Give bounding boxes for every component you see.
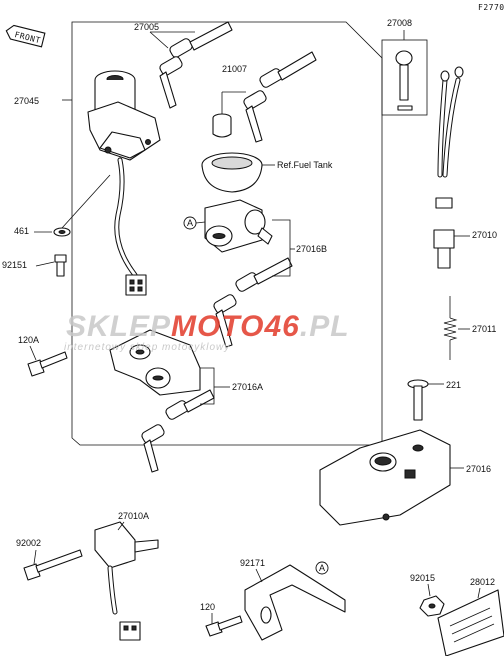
svg-text:SKLEPMOTO46.PL: SKLEPMOTO46.PL [66,310,350,343]
key-pair-21007 [243,51,317,143]
label-92151: 92151 [2,260,27,270]
watermark: SKLEPMOTO46.PL internetowy sklep motocyk… [64,310,350,353]
label-120a: 120A [18,335,39,345]
bolt-92002 [23,549,83,581]
lock-bracket [319,429,451,526]
rubber-pad-28012 [437,589,504,656]
neutral-switch [433,66,464,269]
nut-92015 [419,595,445,617]
label-27016: 27016 [466,464,491,474]
label-27008: 27008 [387,18,412,28]
seat-lock [204,199,273,253]
bolt-120 [205,615,243,637]
note-fuel-tank: Ref.Fuel Tank [277,160,333,170]
key-blank [395,50,413,111]
key-pair-27005 [159,21,233,109]
bolt-120a [27,351,68,377]
view-marker-a-1: A [187,218,193,228]
screw-221 [407,379,429,421]
label-92002: 92002 [16,538,41,548]
watermark-part1: SKLEP [66,310,171,343]
bracket-92171 [244,564,346,641]
key-pair-27016a [141,389,215,473]
label-27016a: 27016A [232,382,263,392]
label-27016b: 27016B [296,244,327,254]
ignition-switch [87,70,161,296]
side-stand-switch [94,521,159,641]
label-92015: 92015 [410,573,435,583]
lock-cylinder [212,113,232,138]
front-arrow-icon: FRONT [5,24,46,48]
view-marker-a-2: A [319,563,325,573]
key-blank-frame [381,39,428,116]
label-28012: 28012 [470,577,495,587]
washer-461 [53,227,71,237]
watermark-suffix: .PL [300,310,350,343]
label-27010: 27010 [472,230,497,240]
label-120: 120 [200,602,215,612]
label-21007: 21007 [222,64,247,74]
label-461: 461 [14,226,29,236]
label-27045: 27045 [14,96,39,106]
fuel-tank-cap [201,152,263,193]
label-221: 221 [446,380,461,390]
helmet-lock [109,329,201,396]
watermark-part2: MOTO [171,310,264,343]
watermark-number: 46 [263,310,299,343]
label-92171: 92171 [240,558,265,568]
key-pair-27016b [213,257,293,348]
label-27005: 27005 [134,22,159,32]
spring [443,296,458,360]
label-27010a: 27010A [118,511,149,521]
watermark-tagline: internetowy sklep motocyklowy [64,342,230,353]
bolt-92151 [54,254,67,277]
label-27011: 27011 [472,324,496,334]
diagram-code: F2770 [478,3,504,12]
